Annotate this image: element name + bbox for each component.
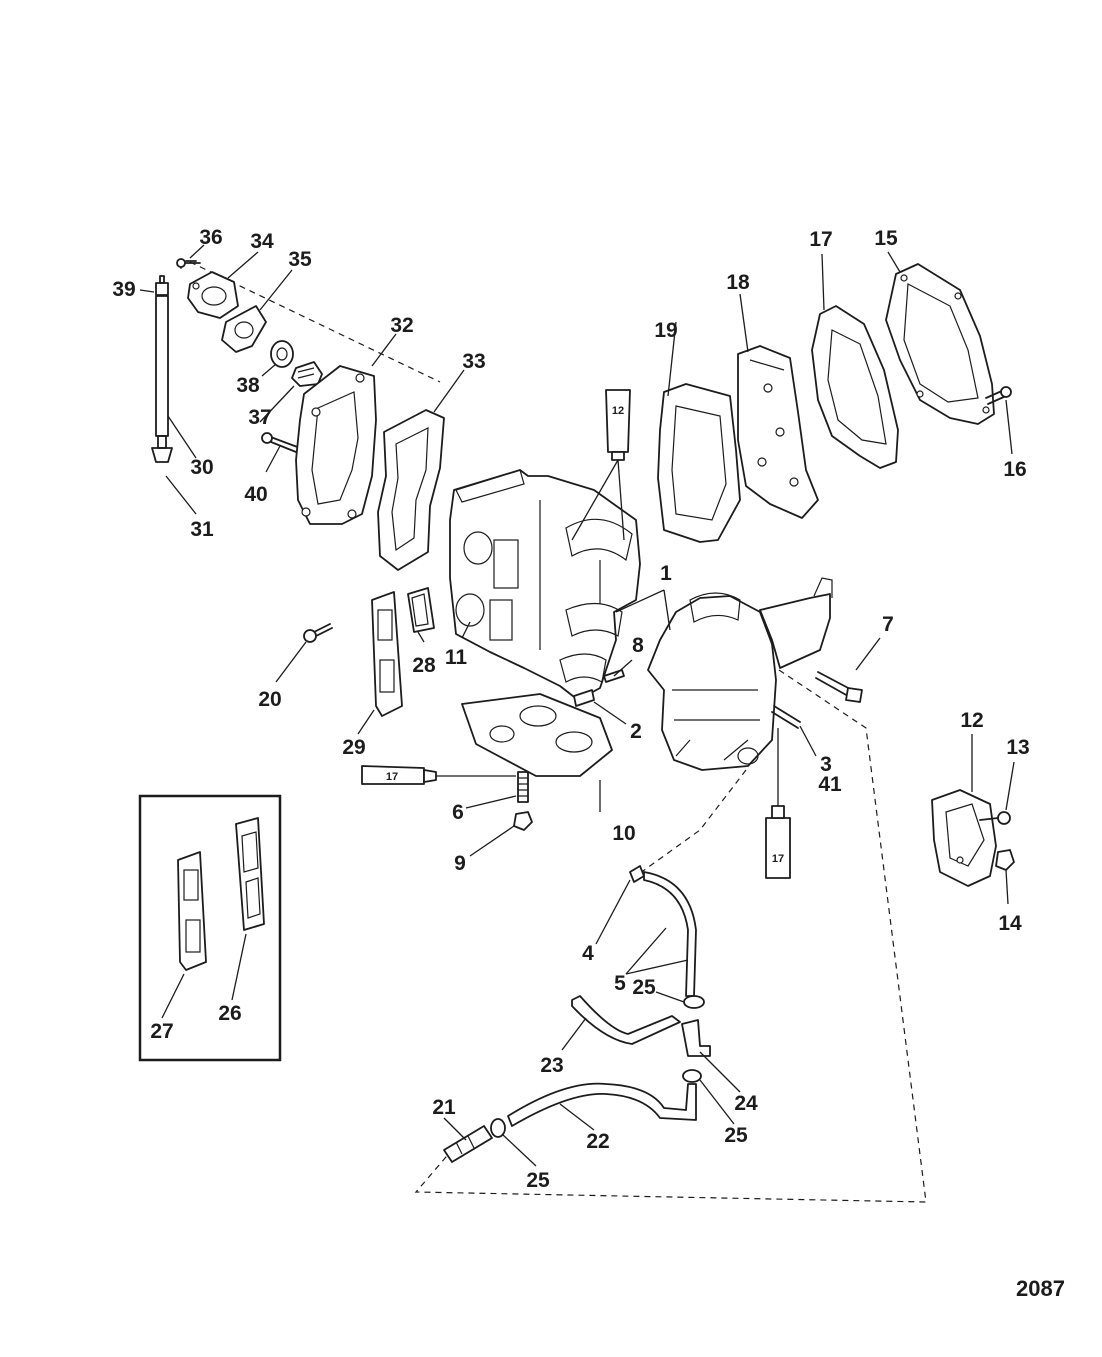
part-31-fitting xyxy=(151,435,173,463)
part-14-nut xyxy=(995,849,1015,871)
part-9-nut xyxy=(513,811,533,831)
sealant-tube-top: 12 xyxy=(571,389,631,541)
callout-41: 41 xyxy=(818,773,842,796)
tube-label: 12 xyxy=(612,405,624,417)
callout-22: 22 xyxy=(586,1130,609,1153)
part-7-bolt xyxy=(815,671,863,703)
callout-4: 4 xyxy=(582,942,594,965)
callout-3: 3 xyxy=(820,753,832,776)
callout-36: 36 xyxy=(199,226,222,249)
callout-6: 6 xyxy=(452,801,464,824)
callout-18: 18 xyxy=(726,271,750,294)
callout-8: 8 xyxy=(632,634,644,657)
part-36-screw xyxy=(176,258,201,269)
figure-id: 2087 xyxy=(1016,1276,1065,1301)
callout-23: 23 xyxy=(540,1054,563,1077)
callout-25-bottom: 25 xyxy=(526,1169,550,1192)
part-11-cylinder-block xyxy=(449,469,641,701)
part-24-tee-fitting xyxy=(681,1019,711,1057)
callout-19: 19 xyxy=(654,319,677,342)
part-22-hose xyxy=(507,1082,697,1127)
leader-lines xyxy=(139,244,1015,1167)
callout-21: 21 xyxy=(432,1096,456,1119)
sealant-tube-left: 17 xyxy=(361,765,516,785)
leader-1 xyxy=(615,589,671,631)
callout-11: 11 xyxy=(445,646,468,669)
callout-12: 12 xyxy=(960,709,983,732)
callout-25-mid: 25 xyxy=(724,1124,748,1147)
part-23-hose xyxy=(571,995,681,1045)
callout-14: 14 xyxy=(998,912,1022,935)
tube-label: 17 xyxy=(386,771,398,783)
callout-16: 16 xyxy=(1003,458,1026,481)
callout-1: 1 xyxy=(660,562,672,585)
part-20-screw xyxy=(303,623,333,643)
part-30-tube xyxy=(155,295,169,437)
callout-32: 32 xyxy=(390,314,413,337)
part-25-clamp-top xyxy=(683,995,705,1009)
callout-38: 38 xyxy=(236,374,260,397)
part-17-gasket xyxy=(811,305,899,469)
part-38-grommet xyxy=(270,340,294,368)
part-19-gasket xyxy=(657,383,741,543)
part-2-pin xyxy=(573,689,595,707)
inset-box xyxy=(138,794,282,1062)
callout-28: 28 xyxy=(412,654,436,677)
part-6-stud xyxy=(517,771,529,803)
tube-label: 17 xyxy=(772,853,784,865)
part-40-screw xyxy=(261,432,301,453)
part-1-crankcase xyxy=(647,577,833,771)
part-39-fitting xyxy=(155,275,169,296)
callout-10: 10 xyxy=(612,822,635,845)
callout-24: 24 xyxy=(734,1092,758,1115)
part-29-reed-plate xyxy=(371,591,403,717)
part-35-gasket xyxy=(221,305,267,353)
callout-25-top: 25 xyxy=(632,976,656,999)
callout-31: 31 xyxy=(190,518,214,541)
callout-40: 40 xyxy=(244,483,267,506)
sealant-tube-right: 17 xyxy=(765,728,791,879)
callout-35: 35 xyxy=(288,248,312,271)
callout-15: 15 xyxy=(874,227,898,250)
part-21-fitting xyxy=(443,1125,493,1163)
part-16-screw xyxy=(985,386,1012,405)
callout-labels: 36 34 35 39 32 33 38 37 30 40 31 19 18 1… xyxy=(112,226,1029,1192)
callout-20: 20 xyxy=(258,688,281,711)
part-10-gasket xyxy=(461,693,613,777)
callout-33: 33 xyxy=(462,350,485,373)
part-25-clamp-bottom xyxy=(490,1118,506,1138)
part-34-cover xyxy=(187,271,239,319)
callout-29: 29 xyxy=(342,736,365,759)
part-28-gasket xyxy=(407,587,435,633)
part-12-cover xyxy=(931,789,997,887)
part-13-screw xyxy=(979,811,1011,825)
callout-34: 34 xyxy=(250,230,274,253)
part-15-cover xyxy=(885,263,995,425)
part-33-gasket xyxy=(377,409,445,571)
part-3-stud xyxy=(771,705,801,729)
part-25-clamp-mid xyxy=(682,1069,702,1083)
part-4-fitting xyxy=(629,865,645,883)
callout-5: 5 xyxy=(614,972,626,995)
callout-39: 39 xyxy=(112,278,135,301)
callout-7: 7 xyxy=(882,613,894,636)
callout-30: 30 xyxy=(190,456,213,479)
part-18-plate xyxy=(737,345,819,519)
callout-13: 13 xyxy=(1006,736,1029,759)
part-32-cover xyxy=(295,365,377,525)
callout-17: 17 xyxy=(809,228,832,251)
callout-27: 27 xyxy=(150,1020,173,1043)
callout-37: 37 xyxy=(248,406,271,429)
callout-2: 2 xyxy=(630,720,642,743)
callout-9: 9 xyxy=(454,852,466,875)
callout-26: 26 xyxy=(218,1002,241,1025)
